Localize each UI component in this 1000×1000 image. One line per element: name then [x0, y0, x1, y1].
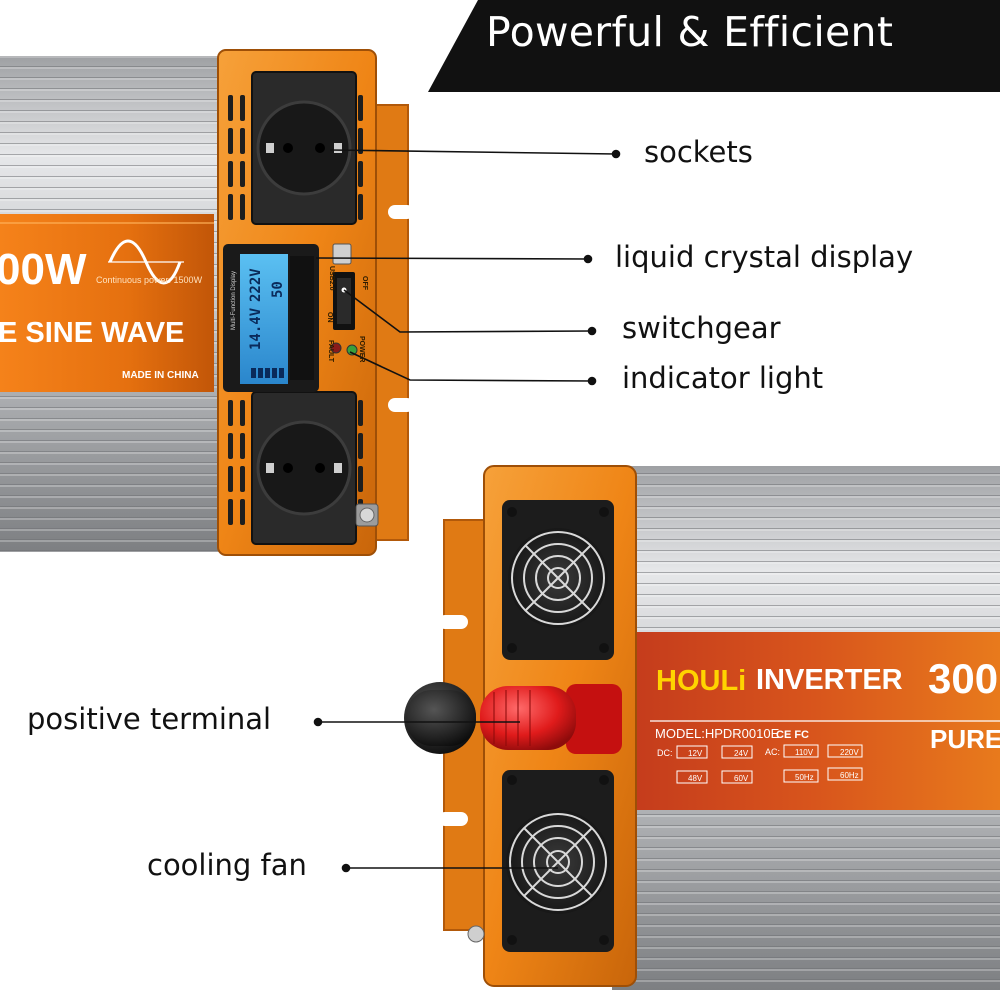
callout-lcd: liquid crystal display [615, 240, 914, 274]
positive-terminal [480, 684, 622, 754]
callout-cooling-fan: cooling fan [147, 848, 307, 882]
option-24v: 24V [734, 749, 749, 758]
option-12v: 12V [688, 749, 703, 758]
callout-indicator: indicator light [622, 361, 824, 395]
top-mounting-bracket [371, 104, 409, 541]
fault-led [330, 342, 342, 354]
top-continuous-power: Continuous power: 1500W [96, 275, 203, 285]
option-220v: 220V [840, 748, 859, 757]
spec-checkboxes [676, 744, 863, 784]
off-label: OFF [361, 276, 368, 291]
headline-title: Powerful & Efficient [486, 8, 894, 56]
option-48v: 48V [688, 774, 703, 783]
lcd-panel [223, 244, 319, 392]
top-wattage: 00W [0, 245, 87, 294]
dc-label: DC: [657, 748, 673, 758]
lcd-row2-right: 50 [270, 281, 286, 298]
option-60v: 60V [734, 774, 749, 783]
top-wave-text: E SINE WAVE [0, 317, 184, 349]
on-label: ON [326, 312, 333, 323]
model-number: MODEL:HPDR0010E [655, 726, 780, 741]
callout-positive-terminal: positive terminal [27, 702, 272, 736]
socket-top [251, 71, 357, 225]
bottom-ground-screw [467, 925, 485, 943]
ac-label: AC: [765, 747, 780, 757]
top-side-label [0, 214, 214, 392]
pure-text: PURE [930, 724, 1000, 754]
top-ground-screw [355, 503, 379, 527]
callout-lines [313, 149, 621, 873]
top-inverter [0, 49, 414, 556]
lcd-row1-left: 14.4V [248, 307, 264, 350]
callout-sockets: sockets [644, 135, 753, 169]
lcd-title: Multi-Function Display [231, 271, 237, 330]
socket-bottom [251, 391, 357, 545]
cooling-fan-bottom [502, 770, 614, 952]
option-50hz: 50Hz [795, 773, 814, 782]
headline-banner [428, 0, 1000, 92]
option-60hz: 60Hz [840, 771, 859, 780]
bottom-wattage: 300 [928, 655, 998, 702]
usb-port [332, 243, 352, 265]
negative-terminal [404, 682, 476, 754]
usb-label: USB2.0 [328, 266, 335, 291]
brand-logo: HOULi [656, 665, 746, 697]
product-name: INVERTER [756, 664, 903, 696]
bottom-inverter [404, 465, 1000, 990]
cert-marks: CE FC [776, 729, 809, 741]
power-led [346, 344, 358, 356]
power-label: POWER [358, 336, 365, 362]
callout-switchgear: switchgear [622, 311, 781, 345]
fault-label: FAULT [327, 340, 334, 363]
top-made-in: MADE IN CHINA [122, 370, 199, 381]
cooling-fan-top [502, 500, 614, 660]
rocker-switch [333, 272, 355, 330]
lcd-row1-right: 222V [248, 268, 264, 302]
option-110v: 110V [795, 748, 814, 757]
